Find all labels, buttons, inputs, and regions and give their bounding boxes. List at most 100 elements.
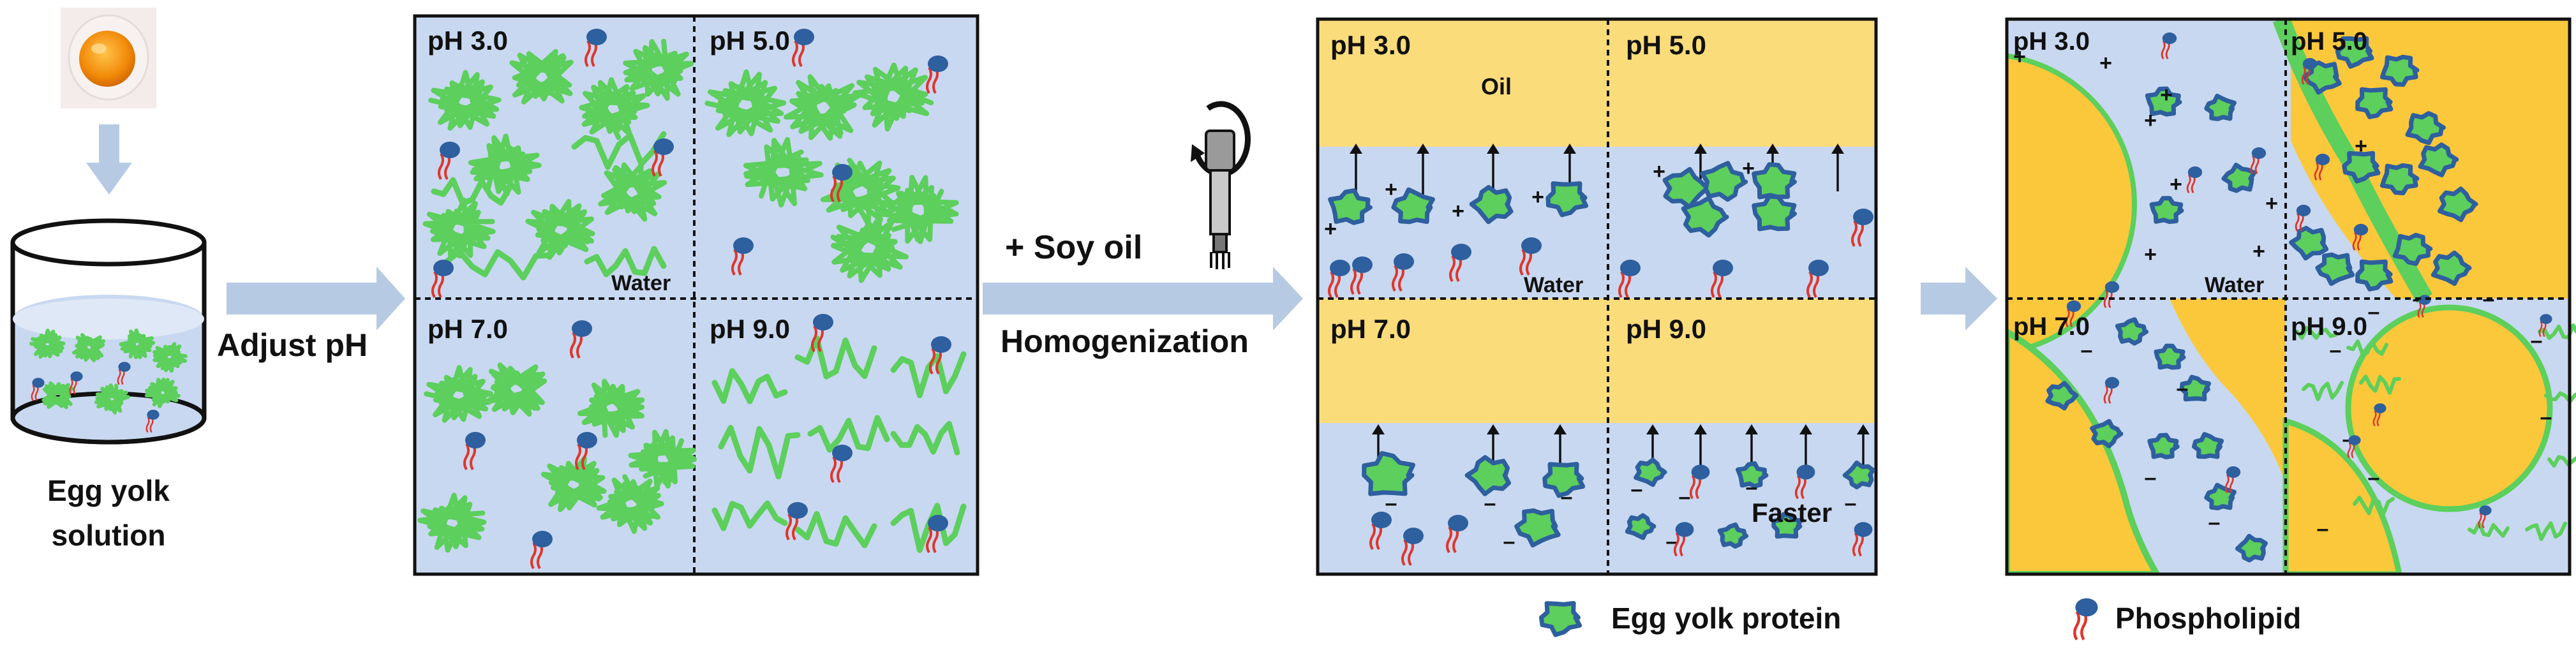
protein-strand: [94, 383, 130, 415]
phospholipid: [1618, 260, 1641, 299]
phospholipid: [926, 515, 948, 554]
phospholipid: [830, 445, 852, 484]
protein-strand: [890, 351, 967, 399]
phospholipid: [1806, 260, 1829, 299]
adsorption-arrow: [1831, 144, 1844, 191]
protein-strand: [145, 378, 181, 408]
protein-globule: [1634, 457, 1667, 487]
phospholipid: [792, 29, 814, 68]
protein-globule: [2149, 196, 2184, 225]
step-arrow-3: [1921, 267, 1997, 330]
phospholipid: [2478, 505, 2492, 529]
egg-yolk-caption-line2: solution: [52, 519, 166, 552]
protein-globule: [2147, 433, 2180, 459]
protein-strand: [2295, 325, 2337, 340]
phospholipid: [2347, 435, 2361, 459]
panel2-faster-label: Faster: [1752, 498, 1832, 528]
negative-charge: –: [2368, 300, 2380, 324]
phospholipid: [1794, 464, 1815, 500]
adsorption-arrow: [1417, 144, 1429, 198]
protein-strand: [704, 69, 787, 137]
phospholipid: [31, 378, 45, 401]
phospholipid: [2301, 57, 2318, 85]
protein-strand: [2544, 391, 2576, 404]
homogenization-label: Homogenization: [1001, 323, 1249, 359]
protein-strand: [890, 420, 960, 456]
phospholipid: [1446, 515, 1468, 554]
protein-globule: [2179, 374, 2212, 402]
phospholipid: [1689, 464, 1710, 500]
step-arrow-2: [983, 267, 1303, 330]
phospholipid: [570, 320, 592, 359]
protein-strand: [807, 415, 890, 453]
negative-charge: –: [1679, 485, 1691, 509]
phospholipid: [830, 164, 852, 203]
phospholipid: [651, 138, 674, 177]
phospholipid: [926, 56, 948, 94]
protein-globule: [2154, 343, 2186, 370]
protein-globule: [1391, 187, 1435, 225]
protein-globule: [2431, 250, 2472, 286]
protein-globule: [2355, 87, 2394, 119]
phospholipid: [1392, 253, 1414, 292]
phospholipid: [438, 142, 460, 181]
protein-strand: [509, 48, 574, 105]
positive-charge: +: [2170, 172, 2182, 196]
homogenizer-icon: [1191, 101, 1251, 269]
negative-charge: –: [2531, 329, 2543, 353]
protein-strand: [2468, 521, 2510, 538]
negative-charge: –: [1666, 530, 1678, 554]
panel1-water-label: Water: [611, 271, 671, 295]
protein-globule: [1842, 460, 1875, 489]
protein-globule: [1542, 462, 1586, 498]
negative-charge: –: [1746, 475, 1758, 500]
phospholipid: [575, 432, 597, 471]
protein-globule: [2115, 317, 2149, 346]
negative-charge: –: [2081, 338, 2093, 362]
phospholipid: [2103, 376, 2120, 404]
protein-strand: [2525, 521, 2567, 542]
adsorption-arrow: [1745, 424, 1758, 466]
negative-charge: –: [2317, 517, 2329, 541]
negative-charge: –: [1845, 491, 1857, 515]
panel1-ph5-label: pH 5.0: [710, 26, 790, 56]
positive-charge: +: [2144, 242, 2157, 267]
protein-globule: [1514, 508, 1561, 548]
protein-globule: [2418, 142, 2459, 177]
negative-charge: –: [1503, 530, 1515, 554]
protein-globule: [2192, 432, 2224, 459]
protein-strand: [2353, 496, 2395, 516]
protein-globule: [1736, 461, 1769, 489]
adsorption-arrow: [1799, 424, 1812, 466]
panel3-ph3-label: pH 3.0: [2013, 27, 2090, 56]
protein-globule: [1625, 513, 1657, 540]
panel2-water-label: Water: [1524, 273, 1583, 297]
phospholipid: [2295, 204, 2311, 232]
panel1-ph7-label: pH 7.0: [428, 314, 508, 344]
panel3-ph7-label: pH 7.0: [2013, 313, 2090, 341]
adsorption-arrow: [1694, 424, 1707, 466]
protein-strand: [794, 511, 877, 549]
protein-globule: [2379, 163, 2420, 196]
phospholipid: [2352, 223, 2369, 251]
protein-globule: [1752, 194, 1797, 232]
panel1-ph9-label: pH 9.0: [710, 314, 790, 344]
phospholipid: [530, 531, 553, 570]
panel-homogenized: [1316, 17, 1878, 576]
adsorption-arrow: [1857, 424, 1870, 466]
protein-strand: [2302, 381, 2344, 401]
protein-globule: [1700, 161, 1748, 202]
positive-charge: +: [2252, 239, 2265, 263]
protein-globule: [2145, 86, 2182, 117]
positive-charge: +: [1742, 156, 1755, 181]
step-arrow-1: [227, 267, 405, 330]
protein-globule: [2392, 232, 2433, 266]
negative-charge: –: [2330, 338, 2342, 362]
protein-globule: [1681, 195, 1729, 238]
protein-globule: [1538, 601, 1582, 637]
protein-strand: [2359, 374, 2401, 395]
negative-charge: –: [2145, 466, 2157, 490]
phospholipid: [1852, 522, 1873, 557]
soy-oil-label: + Soy oil: [1005, 229, 1142, 266]
protein-globule: [2315, 252, 2355, 286]
